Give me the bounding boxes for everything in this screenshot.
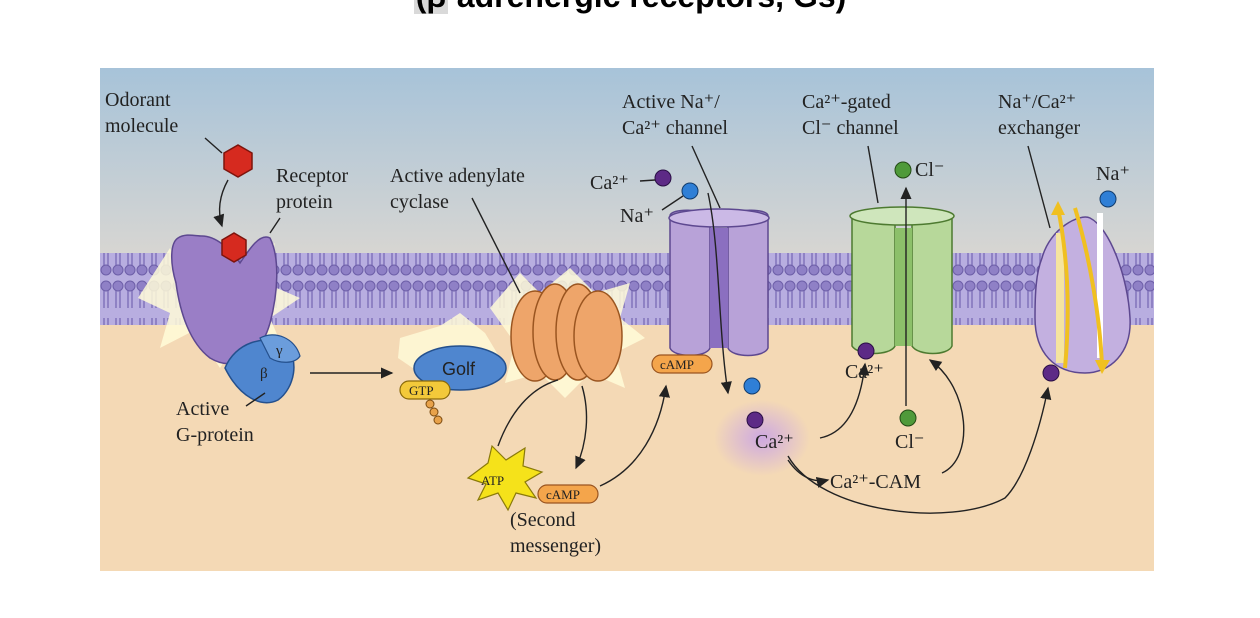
active-g-protein: γ β: [224, 334, 301, 404]
sodium-ion-exchanger: [1099, 190, 1117, 208]
adenylate-cyclase: [510, 283, 623, 382]
odorant-molecule-bound: [221, 232, 247, 263]
ca-cam-label: Ca²⁺-CAM: [830, 471, 921, 493]
na-ca-channel-label: Active Na⁺/Ca²⁺ channel: [622, 91, 728, 139]
camp-chip-channel: cAMP: [651, 354, 713, 374]
sodium-ion-outside: [681, 182, 699, 200]
cl-inside-label: Cl⁻: [895, 431, 924, 453]
camp-chip-second: cAMP: [537, 484, 599, 504]
heading-text: adrenergic receptors, Gs): [448, 0, 846, 14]
gtp-chip: GTP: [399, 380, 451, 425]
olfactory-transduction-diagram: γ β Golf GTP ATP cAMP cAMP: [100, 68, 1154, 571]
calcium-ion-exchanger: [1042, 364, 1060, 382]
cl-outside-label: Cl⁻: [915, 159, 944, 181]
sodium-ion-inside: [743, 377, 761, 395]
ca-cl-channel-label: Ca²⁺: [845, 361, 884, 383]
chloride-ion-outside: [894, 161, 912, 179]
exchanger-label: Na⁺/Ca²⁺exchanger: [998, 91, 1081, 139]
calcium-ion-inside: [746, 411, 764, 429]
golf-protein: Golf: [413, 345, 507, 391]
calcium-ion-cl-channel: [857, 342, 875, 360]
na-ca-channel: [668, 208, 770, 357]
heading-beta: (β: [413, 0, 448, 14]
na-exchanger-label: Na⁺: [1096, 163, 1130, 185]
camp-channel-label: cAMP: [660, 357, 694, 372]
receptor-protein: [171, 234, 278, 365]
chloride-ion-inside: [899, 409, 917, 427]
atp-label: ATP: [481, 473, 504, 488]
calcium-glow: [714, 400, 810, 476]
ca-inside-label: Ca²⁺: [755, 431, 794, 453]
extracellular-space: [100, 68, 1154, 258]
exchanger-sodium-arrow: [1073, 207, 1104, 367]
atp-burst: [466, 444, 544, 512]
odorant-molecule: [223, 144, 253, 178]
cl-channel: [849, 206, 955, 355]
camp-second-label: cAMP: [546, 487, 580, 502]
gtp-label: GTP: [409, 383, 434, 398]
page-heading: (β adrenergic receptors, Gs): [0, 0, 1260, 15]
gamma-label: γ: [275, 343, 283, 359]
golf-label: Golf: [442, 359, 476, 379]
odorant-arrow: [213, 179, 229, 228]
na-outside-label: Na⁺: [620, 205, 654, 227]
beta-label: β: [260, 366, 268, 382]
ca-outside-label: Ca²⁺: [590, 172, 629, 194]
calcium-ion-outside: [654, 169, 672, 187]
